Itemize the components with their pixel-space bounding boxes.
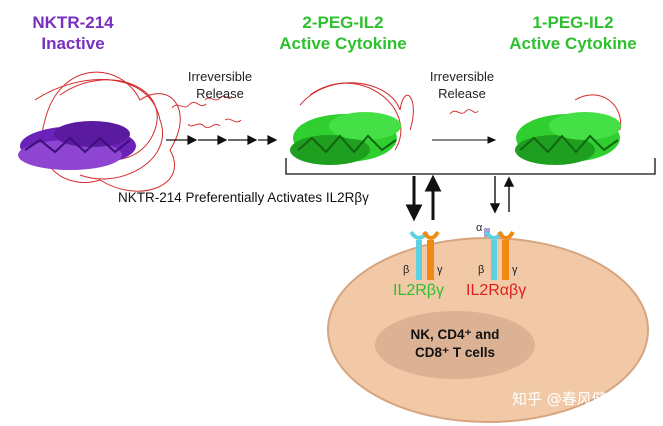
release-arrows-1: [166, 135, 278, 145]
cell-label-line2: CD8⁺ T cells: [415, 345, 495, 360]
il2r-beta-gamma-label: IL2Rβγ: [393, 282, 444, 299]
release-label-1-line1: Irreversible: [187, 69, 253, 84]
nktr-214-title: NKTR-214 Inactive: [18, 12, 128, 54]
peg1-il2-protein: [515, 94, 622, 165]
release-label-2-line2: Release: [438, 86, 486, 101]
nktr-214-title-line1: NKTR-214: [32, 13, 114, 32]
cell-label-line1: NK, CD4⁺ and: [410, 327, 500, 342]
peg2-il2-title-line2: Active Cytokine: [279, 34, 407, 53]
peg1-il2-title-line2: Active Cytokine: [509, 34, 637, 53]
right-gamma-label: γ: [512, 264, 518, 276]
release-label-1: Irreversible Release: [170, 68, 270, 102]
nktr-214-protein: [18, 71, 181, 192]
il2r-alpha-beta-gamma-label: IL2Rαβγ: [466, 282, 527, 299]
peg2-il2-title-line1: 2-PEG-IL2: [302, 13, 384, 32]
cell-nucleus: [375, 311, 535, 379]
cell-label: NK, CD4⁺ and CD8⁺ T cells: [390, 326, 520, 362]
bracket-line: [285, 158, 656, 175]
right-beta-label: β: [478, 264, 485, 276]
peg1-il2-title-line1: 1-PEG-IL2: [532, 13, 614, 32]
binding-arrows-left: [405, 174, 442, 222]
peg1-il2-title: 1-PEG-IL2 Active Cytokine: [498, 12, 648, 54]
left-beta-label: β: [403, 264, 410, 276]
release-label-1-line2: Release: [196, 86, 244, 101]
release-arrow-2: [432, 136, 497, 144]
binding-arrows-right: [489, 176, 515, 214]
peg2-il2-protein: [290, 82, 414, 165]
release-label-2-line1: Irreversible: [429, 69, 495, 84]
nktr-214-title-line2: Inactive: [41, 34, 105, 53]
il2r-beta-gamma-receptor: [409, 230, 440, 280]
caption: NKTR-214 Preferentially Activates IL2Rβγ: [118, 190, 369, 205]
peg2-il2-title: 2-PEG-IL2 Active Cytokine: [268, 12, 418, 54]
right-alpha-label: α: [476, 222, 483, 234]
il2r-alpha-beta-gamma-receptor: [484, 228, 515, 280]
watermark: 知乎 @春风健康: [512, 390, 622, 408]
release-label-2: Irreversible Release: [412, 68, 512, 102]
released-peg-fragments: [171, 95, 479, 129]
left-gamma-label: γ: [437, 264, 443, 276]
